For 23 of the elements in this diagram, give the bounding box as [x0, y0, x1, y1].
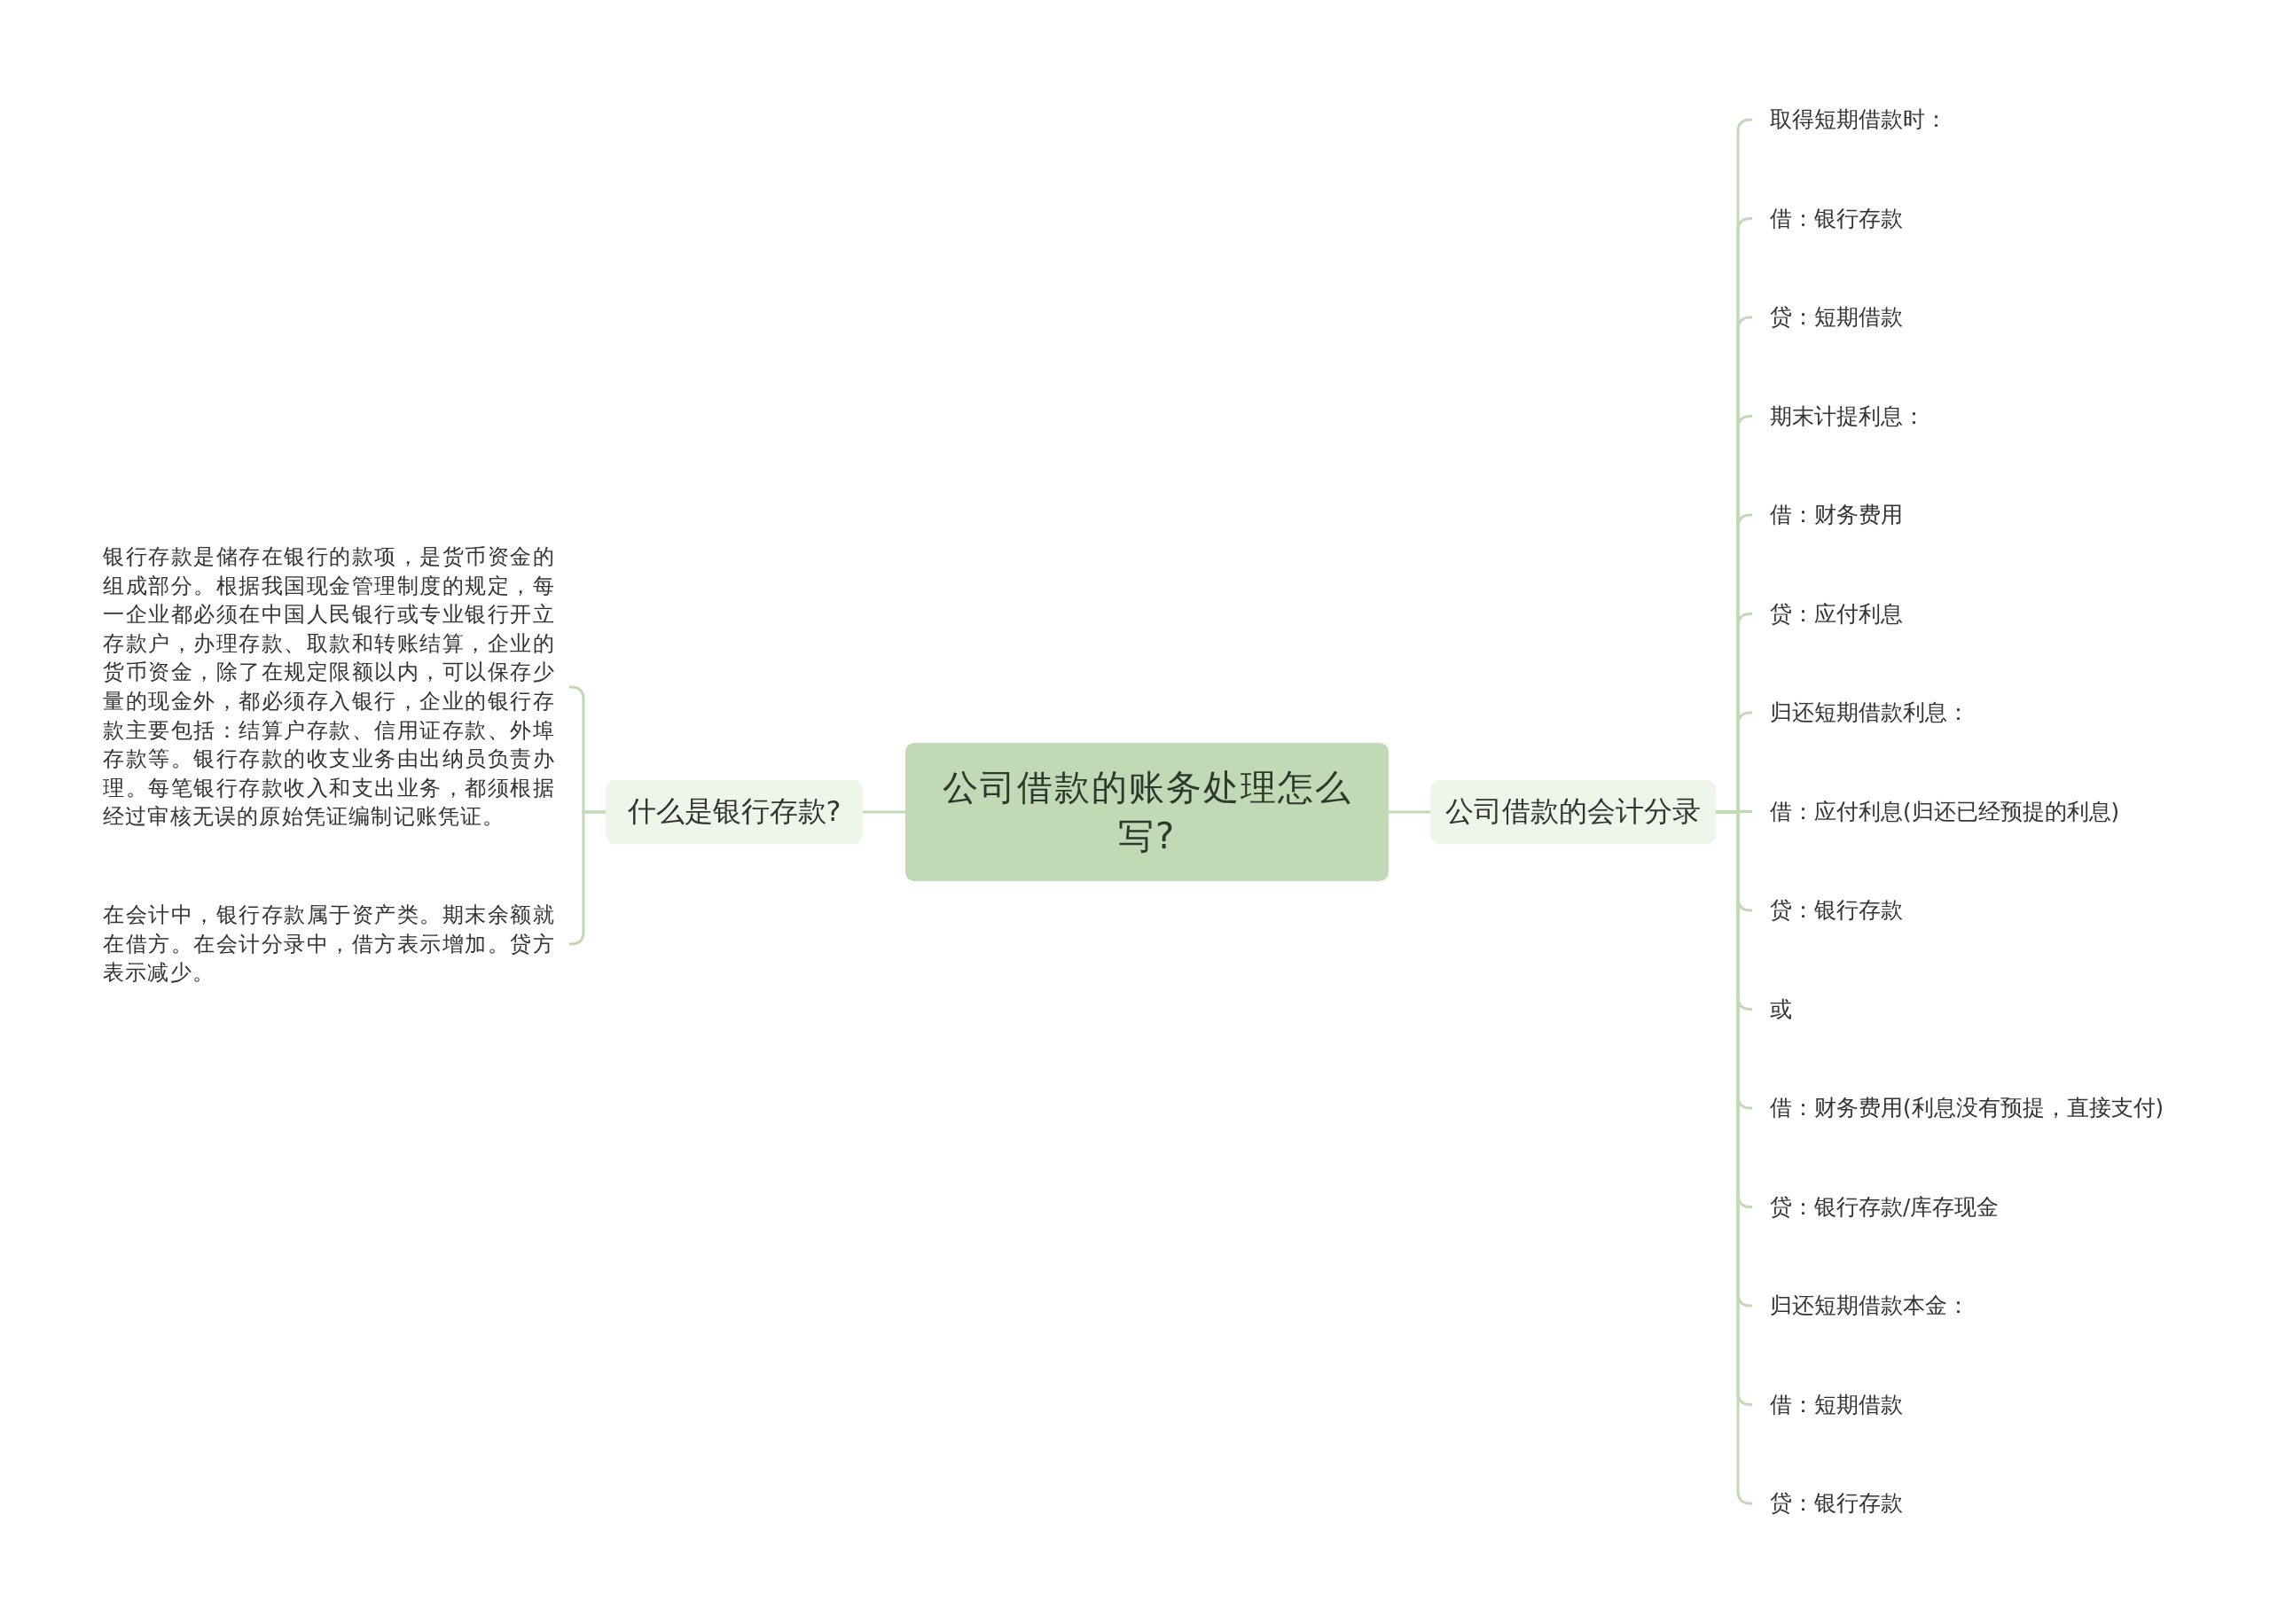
- connector-line: [1389, 810, 1430, 814]
- entry-text: 或: [1752, 991, 1792, 1027]
- entry-text: 期末计提利息：: [1752, 398, 1925, 434]
- entry-text: 归还短期借款利息：: [1752, 695, 1969, 730]
- connector-line: [568, 810, 606, 946]
- entry-text: 借：应付利息(归还已经预提的利息): [1752, 793, 2120, 830]
- branch-topic: 什么是银行存款?: [606, 780, 863, 844]
- central-topic: 公司借款的账务处理怎么写?: [905, 743, 1389, 881]
- entry-text: 借：短期借款: [1752, 1386, 1903, 1423]
- note-text: 银行存款是储存在银行的款项，是货币资金的组成部分。根据我国现金管理制度的规定，每一企业都必须在中国人民银行或专业银行开立存款户，办理存款、取款和转账结算，企业的货币资金，除了在规定限额以内，可以保存少量的现金外，都必须存入银行，企业的银行存款主要包括：结算户存款、信用证存款、外埠存款等。银行存款的收支业务由出纳员负责办理。每笔银行存款收入和支出业务，都须根据经过审核无误的原始凭证编制记账凭证。: [103, 543, 569, 832]
- entry-text: 归还短期借款本金：: [1752, 1288, 1969, 1323]
- connector-line: [863, 810, 905, 814]
- entry-text: 贷：银行存款: [1752, 893, 1903, 928]
- note-text: 在会计中，银行存款属于资产类。期末余额就在借方。在会计分录中，借方表示增加。贷方表示减少。: [103, 901, 569, 988]
- branch-topic: 公司借款的会计分录: [1430, 780, 1716, 844]
- entry-text: 贷：银行存款/库存现金: [1752, 1189, 2000, 1225]
- entry-text: 贷：短期借款: [1752, 300, 1903, 335]
- entry-text: 借：银行存款: [1752, 200, 1903, 237]
- entry-text: 贷：应付利息: [1752, 596, 1903, 632]
- entry-text: 贷：银行存款: [1752, 1486, 1903, 1521]
- entry-text: 取得短期借款时：: [1752, 102, 1947, 137]
- entry-text: 借：财务费用(利息没有预提，直接支付): [1752, 1090, 2164, 1126]
- entry-text: 借：财务费用: [1752, 497, 1903, 533]
